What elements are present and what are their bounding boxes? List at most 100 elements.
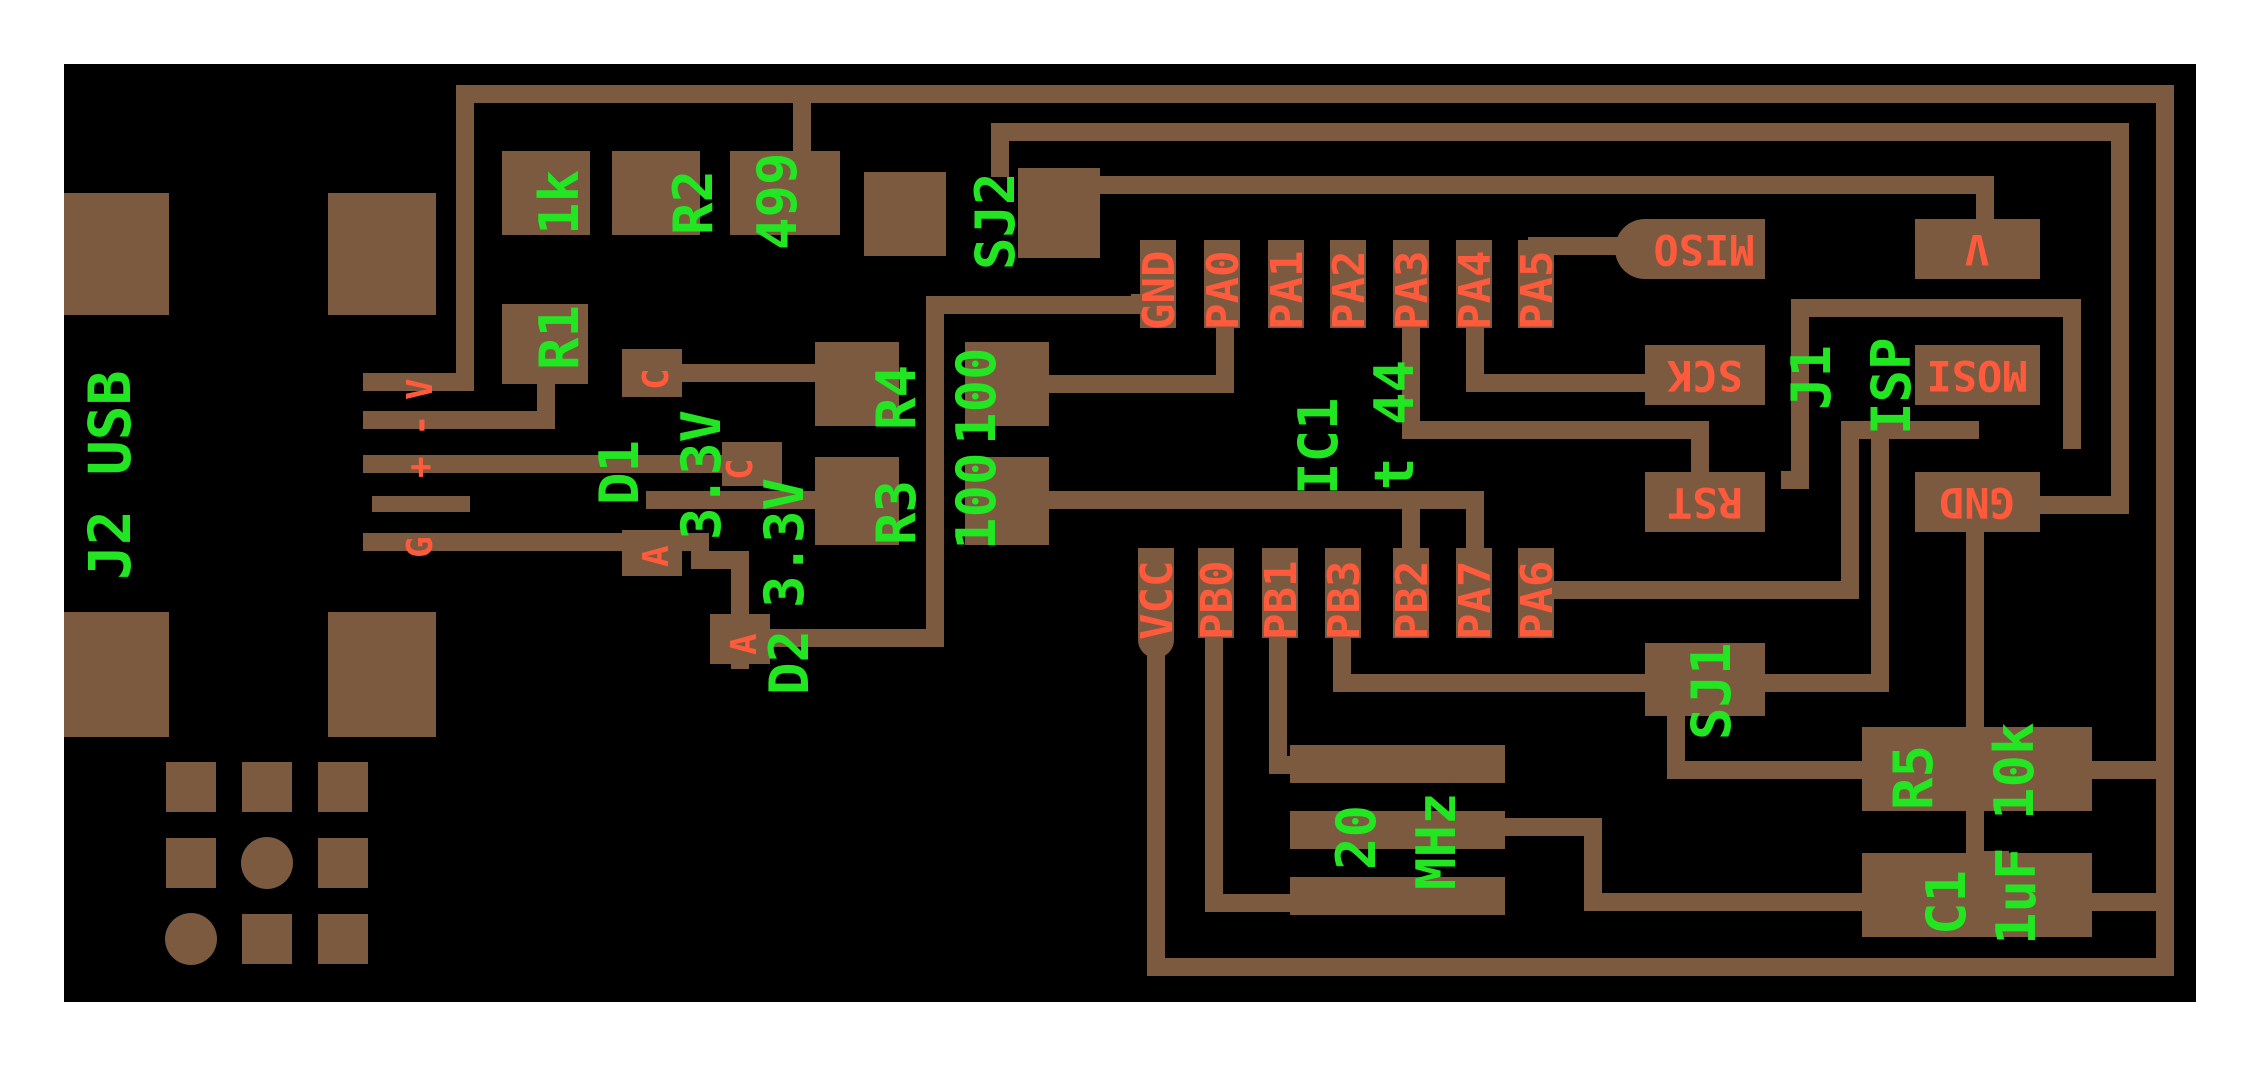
ic1-pin-pa0 xyxy=(1204,240,1240,328)
grid-pad xyxy=(242,914,292,964)
ic1-pin-pa7 xyxy=(1456,548,1492,638)
d1-mark-c: C xyxy=(636,368,677,390)
grid-pad xyxy=(318,838,368,888)
pin-label-pb2: PB2 xyxy=(1387,561,1438,640)
traces xyxy=(363,85,2174,976)
xtal-pad xyxy=(1290,811,1505,849)
pin-label-gnd: GND xyxy=(1134,251,1185,330)
label-sj1: SJ1 xyxy=(1680,642,1743,740)
ic1-pin-pa5 xyxy=(1518,240,1554,328)
usb-pin-id xyxy=(372,496,470,512)
trace-pb0-xtal xyxy=(1205,621,1309,912)
ic1-pin-pa4 xyxy=(1456,240,1492,328)
ic1-pin-pb0 xyxy=(1198,548,1234,638)
r5-pad xyxy=(1862,727,2092,811)
ic1-pin-pb3 xyxy=(1325,548,1361,638)
ic1-pin-pa1 xyxy=(1268,240,1304,328)
d1-c-pad xyxy=(622,349,682,397)
isp-label-rst: RST xyxy=(1667,478,1743,527)
usb-mark-v: V xyxy=(400,378,441,400)
isp-label-sck: SCK xyxy=(1666,351,1743,400)
label-j2-usb: J2 USB xyxy=(76,370,144,580)
label-100-a: 100 xyxy=(945,347,1008,445)
label-r5: R5 xyxy=(1882,745,1945,810)
r3-pad xyxy=(965,457,1049,545)
label-c1: C1 xyxy=(1915,870,1978,935)
isp-pad-v xyxy=(1915,219,2040,279)
trace-r4-pa0 xyxy=(1036,316,1234,393)
ic1-pin-pa3 xyxy=(1393,240,1429,328)
usb-mark-plus: + xyxy=(400,456,441,478)
label-sj2: SJ2 xyxy=(964,172,1027,270)
ic1-pin-pa2 xyxy=(1330,240,1366,328)
xtal-pad xyxy=(1290,745,1505,783)
isp-label-mosi: MOSI xyxy=(1926,351,2027,400)
pin-label-vcc: VCC xyxy=(1132,561,1183,640)
trace-rst xyxy=(1402,316,1709,489)
pin-label-pa7: PA7 xyxy=(1450,561,1501,640)
trace-sj1-r5 xyxy=(1667,691,1879,779)
isp-pad-miso-sq xyxy=(1650,219,1765,279)
trace-usb-g xyxy=(363,533,749,669)
trace-sj1-right xyxy=(1751,431,1889,692)
label-xtal-unit: MHz xyxy=(1405,792,1468,890)
ic1-pin-pb1 xyxy=(1262,548,1298,638)
usb-mount-pad xyxy=(328,193,436,315)
label-r2: R2 xyxy=(662,170,725,235)
d2-c-pad xyxy=(722,442,782,486)
sj2-pad xyxy=(864,172,946,256)
trace-sck xyxy=(1466,316,1654,392)
label-d1: D1 xyxy=(588,440,651,505)
grid-pad xyxy=(166,762,216,812)
usb-pin-minus xyxy=(372,413,414,427)
pin-label-pa0: PA0 xyxy=(1198,251,1249,330)
trace-vcc-outer xyxy=(363,85,2174,976)
ic1-pin-pb2 xyxy=(1393,548,1429,638)
pin-label-pa5: PA5 xyxy=(1512,251,1563,330)
trace-gnd-outer xyxy=(991,123,2129,514)
usb-mount-pad xyxy=(64,612,169,737)
label-100-b: 100 xyxy=(945,452,1008,550)
r4-pad xyxy=(965,342,1049,426)
silkscreen: J2 USB 1k R2 499 SJ2 R1 D1 3.3V 3.3V D2 … xyxy=(76,152,2048,945)
grid-pad-round xyxy=(165,913,217,965)
label-ic1-type: t 44 xyxy=(1363,360,1426,490)
label-r4: R4 xyxy=(865,365,928,430)
label-ic1: IC1 xyxy=(1287,397,1350,495)
pads xyxy=(64,151,2092,965)
isp-pad-gnd xyxy=(1915,472,2040,532)
grid-pad xyxy=(166,838,216,888)
label-isp: ISP xyxy=(1860,337,1923,435)
usb-mount-pad xyxy=(328,612,436,737)
d2-a-pad xyxy=(710,614,770,664)
d1-mark-a: A xyxy=(636,545,677,567)
grid-pad xyxy=(318,762,368,812)
trace-xtal-c1 xyxy=(1491,818,1889,911)
label-1k: 1k xyxy=(528,170,591,235)
pin-label-pa6: PA6 xyxy=(1512,561,1563,640)
trace-mosi-gnd xyxy=(1781,299,2081,489)
trace-sj2-right xyxy=(1091,176,1994,235)
c1-pad xyxy=(1862,853,2092,937)
pin-label-pa2: PA2 xyxy=(1324,251,1375,330)
label-r1: R1 xyxy=(528,305,591,370)
usb-pin-g xyxy=(372,535,414,549)
grid-pad-round xyxy=(241,837,293,889)
isp-pad-mosi xyxy=(1915,345,2040,405)
r2-pad xyxy=(502,151,590,235)
label-499: 499 xyxy=(746,152,809,250)
sj2-pad xyxy=(1018,168,1100,258)
vcc-pin-round-end xyxy=(1138,622,1174,658)
xtal-pad xyxy=(1290,877,1505,915)
trace-pb3-sj1 xyxy=(1333,621,1669,692)
usb-pin-plus xyxy=(372,457,414,471)
sj1-pad xyxy=(1645,643,1765,716)
ic1-pin-gnd xyxy=(1140,240,1176,328)
pin-label-pa4: PA4 xyxy=(1450,251,1501,330)
isp-label-miso: MISO xyxy=(1653,225,1754,274)
pin-label-pb1: PB1 xyxy=(1256,561,1307,640)
label-r3: R3 xyxy=(865,480,928,545)
trace-r3-pa7 xyxy=(1036,491,1484,569)
label-1uf: 1uF xyxy=(1985,847,2048,945)
